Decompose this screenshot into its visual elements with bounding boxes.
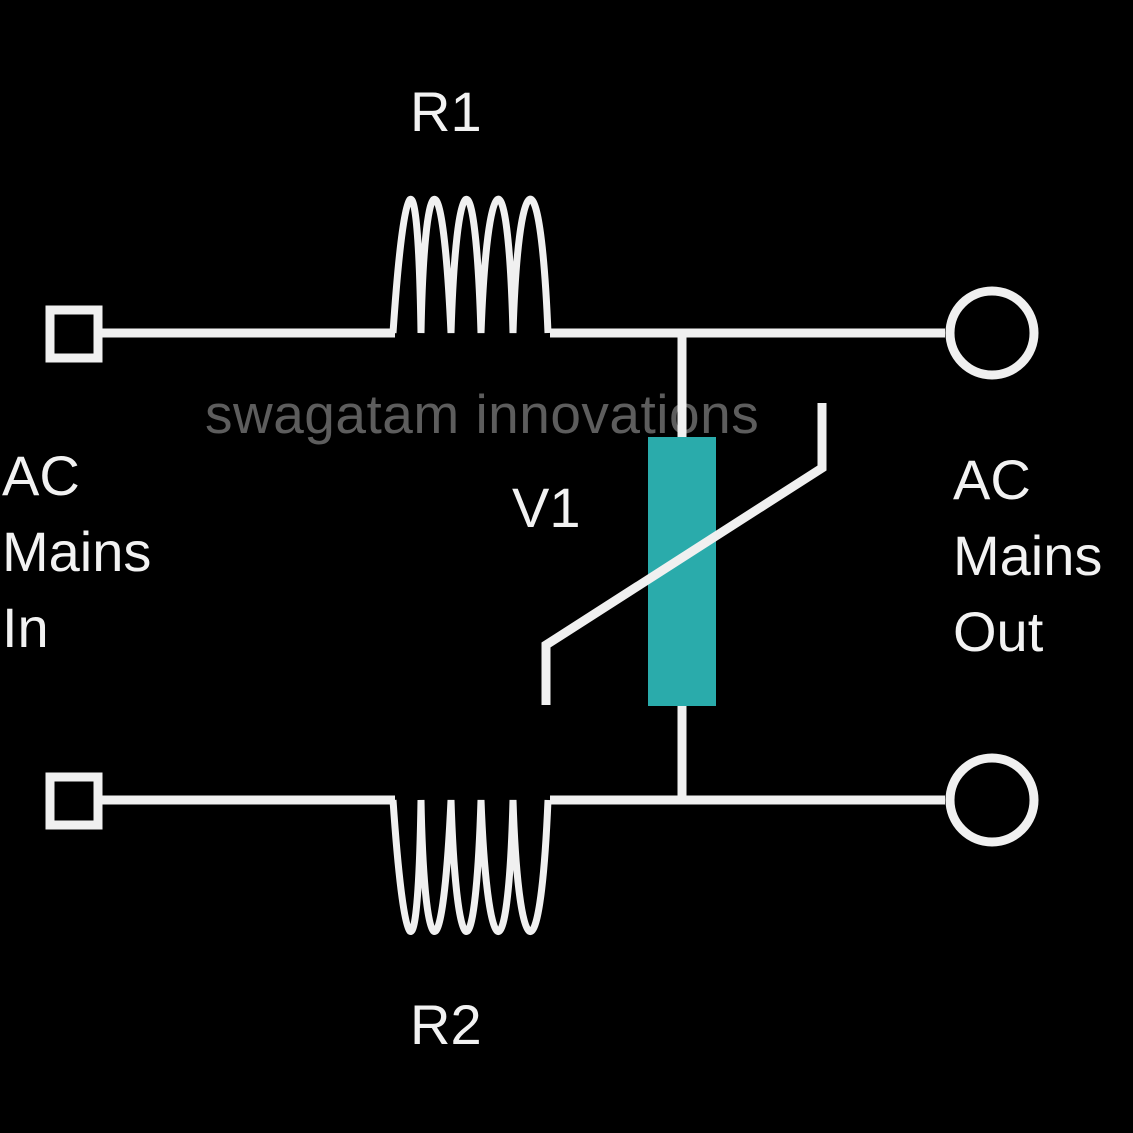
input-label-line-1: AC [2, 444, 80, 507]
r2-inductor-coil [389, 799, 552, 935]
r1-label: R1 [410, 80, 482, 143]
r1-inductor-coil [389, 196, 552, 334]
input-label-line-3: In [2, 596, 49, 659]
output-terminal-top [945, 286, 1039, 380]
input-label: AC Mains In [2, 438, 151, 666]
varistor-slash [541, 403, 827, 705]
input-label-line-2: Mains [2, 520, 152, 583]
input-terminal-bottom [45, 772, 103, 830]
output-terminal-bottom [945, 753, 1039, 847]
output-label: AC Mains Out [953, 442, 1102, 670]
watermark: swagatam innovations [205, 383, 760, 445]
output-label-line-2: Mains [953, 524, 1103, 587]
output-label-line-1: AC [953, 448, 1031, 511]
v1-label: V1 [512, 476, 581, 539]
output-label-line-3: Out [953, 600, 1044, 663]
r2-label: R2 [410, 993, 482, 1056]
input-terminal-top [45, 305, 103, 363]
